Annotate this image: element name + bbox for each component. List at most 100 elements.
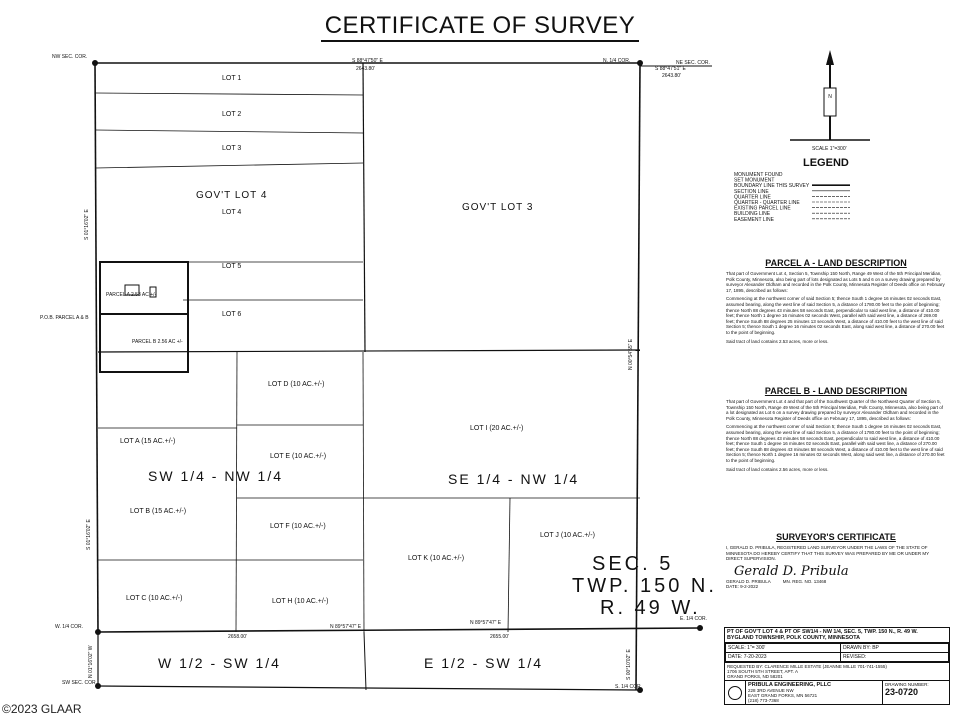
lot-b-label: LOT B (15 AC.+/-)	[130, 508, 186, 515]
title-text: CERTIFICATE OF SURVEY	[320, 12, 640, 42]
parcel-a-p2: Commencing at the northwest corner of sa…	[726, 296, 945, 335]
svg-text:N: N	[828, 94, 832, 100]
corner-w-quarter: W. 1/4 COR.	[55, 624, 83, 630]
dim-west-lower: S 01°16'02" E	[86, 518, 92, 550]
lot-d-label: LOT D (10 AC.+/-)	[268, 381, 324, 388]
govt-lot-4-label: GOV'T LOT 4	[196, 190, 267, 201]
tb-scale: SCALE: 1"= 300'	[725, 643, 841, 653]
lot-k-label: LOT K (10 AC.+/-)	[408, 555, 464, 562]
surveyor-date: DATE: 9-2-2022	[726, 583, 759, 589]
parcel-b-outline	[99, 313, 189, 373]
lot-2-label: LOT 2	[222, 111, 241, 118]
west-section-line	[94, 62, 99, 633]
corner-nw-sec: NW SEC. COR.	[52, 54, 87, 60]
tb-company-addr2: EAST GRAND FORKS, MN 56721	[748, 693, 818, 698]
lot-h-label: LOT H (10 AC.+/-)	[272, 598, 328, 605]
parcel-a-description: PARCEL A - LAND DESCRIPTION That part of…	[726, 258, 946, 344]
corner-ne-sec: NE SEC. COR.	[676, 60, 710, 66]
lot-1-label: LOT 1	[222, 75, 241, 82]
tb-description: PT OF GOV'T LOT 4 & PT OF SW1/4 - NW 1/4…	[727, 629, 918, 635]
sw-half-line	[363, 631, 367, 691]
parcel-a-label: PARCEL A 2.53 AC +/-	[106, 292, 157, 298]
dim-bottom-left: N 89°57'47" E	[330, 624, 362, 630]
section-label-3: R. 49 W.	[600, 597, 701, 619]
section-lines	[94, 62, 712, 691]
tb-drawn: DRAWN BY: BP	[839, 643, 950, 653]
lot-c-label: LOT C (10 AC.+/-)	[126, 595, 182, 602]
quarter-w-sw: W 1/2 - SW 1/4	[158, 655, 281, 671]
quarter-sw-nw: SW 1/4 - NW 1/4	[148, 468, 283, 484]
north-arrow-icon: N	[790, 50, 870, 141]
dim-mid: N 00°54'55" E	[628, 338, 634, 370]
dim-bottom-right: N 89°57'47" E	[470, 620, 502, 626]
lot-e-label: LOT E (10 AC.+/-)	[270, 453, 326, 460]
lot-line-352	[97, 349, 641, 353]
lot-divide-line	[362, 62, 366, 353]
legend-item: MONUMENT FOUND	[734, 172, 783, 178]
tb-requested: REQUESTED BY: CLARENCE MILLE ESTATE (JEA…	[727, 664, 887, 669]
corner-e-quarter: E. 1/4 COR.	[680, 616, 707, 622]
tb-drawing-label: DRAWING NUMBER:	[885, 682, 929, 687]
page-title: CERTIFICATE OF SURVEY	[0, 12, 960, 42]
lot-5-label: LOT 5	[222, 263, 241, 270]
dim-west-upper: S 01°16'02" E	[84, 208, 90, 240]
parcel-b-heading: PARCEL B - LAND DESCRIPTION	[764, 386, 908, 396]
parcel-a-p1: That part of Government Lot 4, Section 5…	[726, 271, 945, 293]
dim-lower-mid: S 00°10'02" E	[626, 648, 632, 680]
tb-addr2: GRAND FORKS, ND 58201	[727, 674, 783, 679]
tb-date: DATE: 7-20-2023	[725, 652, 841, 662]
legend-scale: SCALE 1"=300'	[812, 146, 847, 152]
lot-4-label: LOT 4	[222, 209, 241, 216]
tb-description-2: BYGLAND TOWNSHIP, POLK COUNTY, MINNESOTA	[727, 635, 860, 641]
dim-bottom-left-b: 2658.00'	[228, 634, 247, 640]
surveyor-reg: MN. REG. NO. 13468	[782, 578, 827, 584]
parcel-b-p1: That part of Government Lot 4 and that p…	[726, 399, 943, 421]
parcel-b-description: PARCEL B - LAND DESCRIPTION That part of…	[726, 386, 946, 472]
tb-company-phone: (218) 773-7368	[748, 698, 779, 703]
corner-s-quarter: S. 1/4 COR.	[615, 684, 642, 690]
legend-item: QUARTER LINE	[734, 194, 772, 200]
corner-pob: P.O.B. PARCEL A & B	[40, 315, 89, 321]
legend-item: SET MONUMENT	[734, 178, 774, 184]
legend-item: EASEMENT LINE	[734, 217, 775, 223]
dim-top-right: S 88°47'51" E	[655, 66, 687, 72]
surveyor-text: I, GERALD D. PRIBULA, REGISTERED LAND SU…	[726, 545, 930, 562]
lot-i-label: LOT I (20 AC.+/-)	[470, 425, 523, 432]
govt-lot-3-label: GOV'T LOT 3	[462, 202, 533, 213]
surveyor-heading: SURVEYOR'S CERTIFICATE	[776, 532, 896, 542]
parcel-a-p3: Said tract of land contains 2.53 acres, …	[726, 338, 829, 344]
dim-bottom-right-b: 2655.00'	[490, 634, 509, 640]
tb-revised: REVISED:	[839, 652, 950, 662]
legend-item: QUARTER - QUARTER LINE	[734, 200, 800, 206]
tb-table: SCALE: 1"= 300' DRAWN BY: BP DATE: 7-20-…	[725, 643, 950, 662]
parcel-b-label: PARCEL B 2.56 AC +/-	[132, 339, 183, 345]
parcel-b-p2: Commencing at the northwest corner of sa…	[726, 424, 945, 463]
lot-3-label: LOT 3	[222, 145, 241, 152]
title-block: PT OF GOV'T LOT 4 & PT OF SW1/4 - NW 1/4…	[724, 627, 950, 705]
section-label-1: SEC. 5	[592, 553, 673, 575]
south-section-line	[97, 685, 641, 691]
quarter-se-nw: SE 1/4 - NW 1/4	[448, 471, 579, 487]
parcel-a-heading: PARCEL A - LAND DESCRIPTION	[765, 258, 907, 268]
dim-lower-west: N 01°16'02" W	[88, 645, 94, 678]
corner-sw-sec: SW SEC. COR.	[62, 680, 97, 686]
legend-item: SECTION LINE	[734, 189, 769, 195]
parcel-a-outline	[99, 261, 189, 315]
legend-title: LEGEND	[803, 157, 849, 169]
legend-item: BOUNDARY LINE THIS SURVEY	[734, 183, 810, 189]
tb-company: PRIBULA ENGINEERING, PLLC	[748, 682, 832, 688]
surveyor-name: GERALD D. PRIBULA	[726, 578, 771, 584]
tb-company-addr1: 228 3RD AVENUE NW	[748, 688, 794, 693]
lot-f-label: LOT F (10 AC.+/-)	[270, 523, 326, 530]
lot-j-label: LOT J (10 AC.+/-)	[540, 532, 595, 539]
legend-item: BUILDING LINE	[734, 211, 771, 217]
tb-addr1: 1706 SOUTH 5TH STREET, APT. A	[727, 669, 799, 674]
lot-lines	[95, 92, 640, 633]
surveyor-signature: Gerald D. Pribula	[734, 563, 849, 579]
lot-a-label: LOT A (15 AC.+/-)	[120, 438, 175, 445]
east-quarter-line	[635, 62, 641, 691]
lot-6-label: LOT 6	[222, 311, 241, 318]
center-quarter-line	[97, 627, 701, 633]
